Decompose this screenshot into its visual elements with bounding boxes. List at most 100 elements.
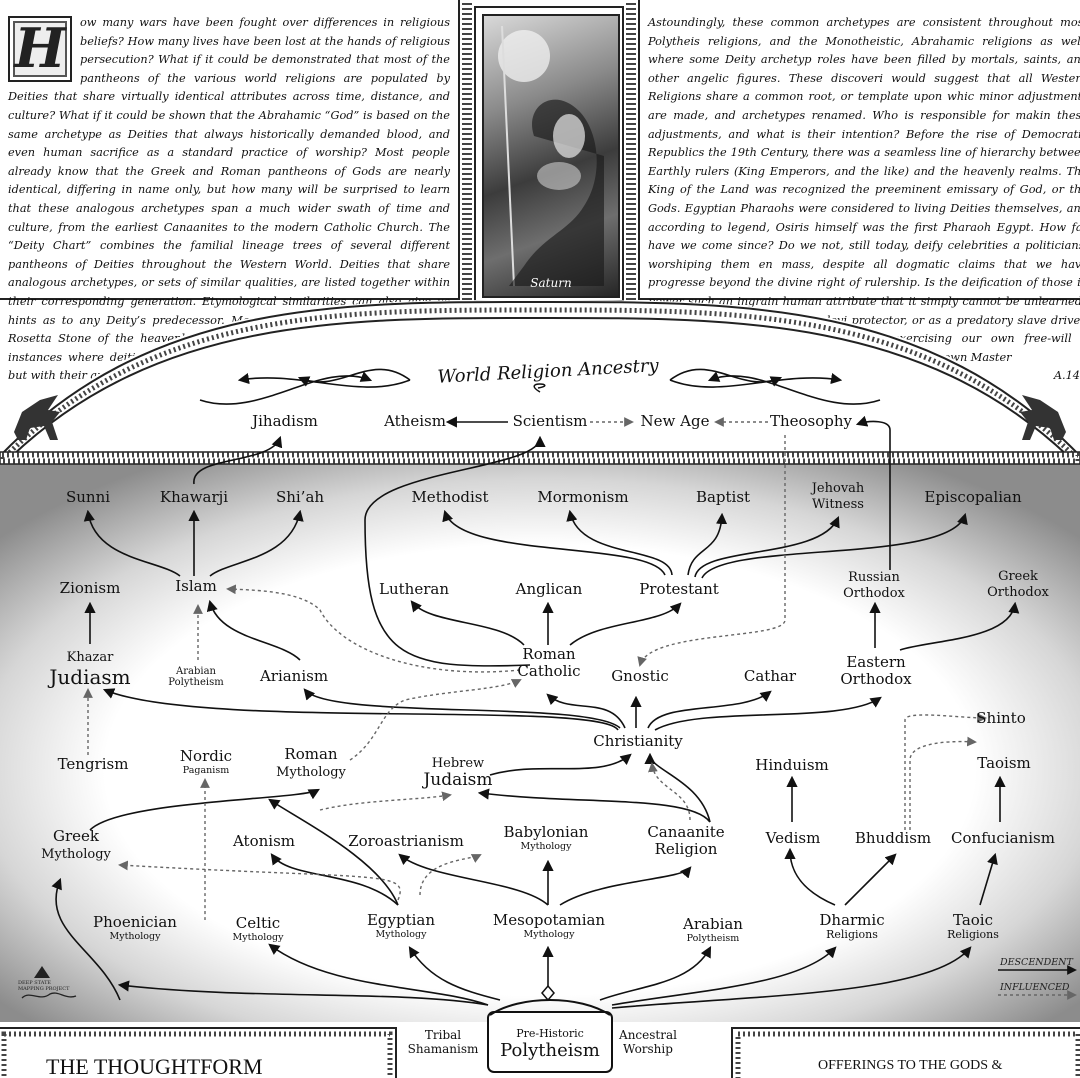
node-jihadism: Jihadism: [252, 412, 318, 430]
node-taoism: Taoism: [977, 754, 1031, 772]
node-mormonism: Mormonism: [537, 488, 629, 506]
mesopotamian-line2: Mythology: [523, 929, 575, 940]
winged-lion-icon-left: [14, 395, 60, 440]
node-khazar-judiasm: Khazar Judiasm: [49, 648, 130, 688]
greek-orth-line2: Orthodox: [987, 585, 1049, 600]
babylonian-line2: Mythology: [520, 841, 572, 852]
legend-descendent: DESCENDENT: [1000, 957, 1073, 968]
node-zionism: Zionism: [59, 579, 121, 597]
egyptian-line1: Egyptian: [366, 911, 436, 929]
arabian-line1: Arabian: [683, 915, 743, 933]
node-sunni: Sunni: [65, 488, 111, 506]
key-border-mid: [626, 0, 636, 300]
eastern-line2: Orthodox: [840, 670, 912, 688]
phoenician-line1: Phoenician: [93, 913, 177, 931]
intro-left-frame: [0, 0, 460, 300]
winged-lion-icon-right: [1020, 395, 1066, 440]
intro-right-frame: [638, 0, 1080, 300]
node-gnostic: Gnostic: [611, 667, 669, 685]
node-scientism: Scientism: [512, 412, 588, 430]
babylonian-line1: Babylonian: [503, 823, 589, 841]
legend-influenced: INFLUENCED: [1000, 982, 1070, 993]
node-shiah: Shi’ah: [275, 488, 325, 506]
arabian-poly-line1: Arabian: [176, 666, 216, 677]
node-greek-orthodox: Greek Orthodox: [987, 569, 1049, 601]
phoenician-line2: Mythology: [109, 931, 161, 942]
arabian-poly-line2: Polytheism: [168, 677, 224, 688]
node-egyptian-mythology: Egyptian Mythology: [366, 911, 436, 941]
node-methodist: Methodist: [411, 488, 489, 506]
node-shinto: Shinto: [976, 709, 1026, 727]
node-hebrew-judaism: Hebrew Judaism: [423, 754, 492, 789]
node-prehistoric-polytheism: Pre-Historic Polytheism: [500, 1024, 600, 1060]
key-border-left: [462, 0, 472, 300]
khazar-label: Khazar: [66, 650, 114, 665]
tribal-line1: Tribal: [424, 1028, 462, 1042]
nordic-line1: Nordic: [179, 747, 233, 765]
node-christianity: Christianity: [593, 732, 683, 750]
jehovah-line1: Jehovah: [811, 481, 865, 496]
hebrew-line1: Hebrew: [431, 756, 485, 771]
node-mesopotamian-mythology: Mesopotamian Mythology: [492, 911, 606, 941]
node-anglican: Anglican: [515, 580, 583, 598]
node-russian-orthodox: Russian Orthodox: [843, 570, 905, 602]
saturn-figure-icon: [498, 25, 604, 287]
saturn-caption: Saturn: [530, 276, 572, 290]
judiasm-label: Judiasm: [49, 665, 131, 689]
bottom-left-title: THE THOUGHTFORM: [46, 1054, 263, 1078]
node-atonism: Atonism: [232, 832, 296, 850]
node-tengrism: Tengrism: [57, 755, 129, 773]
intro-right-text: Astoundingly, these common archetypes ar…: [648, 14, 1080, 384]
mesopotamian-line1: Mesopotamian: [492, 911, 606, 929]
node-bhuddism: Bhuddism: [854, 829, 932, 847]
greek-myth-line2: Mythology: [41, 847, 111, 862]
publisher-mark: DEEP STATE MAPPING PROJECT: [18, 980, 70, 992]
node-arabian-polytheism: Arabian Polytheism: [683, 915, 743, 945]
node-greek-mythology: Greek Mythology: [41, 828, 111, 863]
greek-orth-line1: Greek: [998, 569, 1038, 584]
node-babylonian-mythology: Babylonian Mythology: [503, 823, 589, 853]
node-tribal-shamanism: Tribal Shamanism: [408, 1028, 479, 1056]
node-protestant: Protestant: [639, 580, 719, 598]
roman-myth-line2: Mythology: [276, 765, 346, 780]
canaanite-line2: Religion: [654, 840, 718, 858]
node-canaanite-religion: Canaanite Religion: [647, 824, 724, 858]
arabian-line2: Polytheism: [686, 933, 740, 944]
node-dharmic-religions: Dharmic Religions: [819, 912, 884, 941]
russian-line1: Russian: [848, 570, 900, 585]
prehistoric-line2: Polytheism: [500, 1040, 600, 1061]
node-ancestral-worship: Ancestral Worship: [619, 1028, 677, 1056]
node-islam: Islam: [175, 577, 217, 595]
node-lutheran: Lutheran: [379, 580, 449, 598]
jehovah-line2: Witness: [812, 497, 864, 512]
node-arabian-polytheism-minor: Arabian Polytheism: [168, 666, 223, 688]
node-vedism: Vedism: [765, 829, 821, 847]
dropcap-letter: H: [8, 16, 72, 82]
node-confucianism: Confucianism: [951, 829, 1055, 847]
node-roman-catholic: Roman Catholic: [517, 646, 580, 680]
dharmic-line2: Religions: [826, 928, 878, 941]
node-eastern-orthodox: Eastern Orthodox: [840, 654, 911, 688]
node-phoenician-mythology: Phoenician Mythology: [93, 913, 177, 943]
roman-myth-line1: Roman: [284, 745, 338, 763]
hebrew-line2: Judaism: [423, 770, 493, 790]
node-hinduism: Hinduism: [755, 756, 829, 774]
node-episcopalian: Episcopalian: [924, 488, 1022, 506]
node-arianism: Arianism: [259, 667, 329, 685]
node-khawarji: Khawarji: [159, 488, 229, 506]
roman-cath-line1: Roman: [522, 645, 576, 663]
greek-myth-line1: Greek: [52, 827, 99, 845]
node-taoic-religions: Taoic Religions: [947, 911, 999, 941]
canaanite-line1: Canaanite: [647, 823, 725, 841]
prehistoric-line1: Pre-Historic: [516, 1027, 584, 1040]
eastern-line1: Eastern: [846, 653, 906, 671]
intro-right-body: Astoundingly, these common archetypes ar…: [648, 16, 1080, 364]
taoic-line1: Taoic: [952, 911, 993, 929]
node-jehovah-witness: Jehovah Witness: [812, 481, 865, 513]
celtic-line2: Mythology: [232, 932, 284, 943]
russian-line2: Orthodox: [843, 586, 905, 601]
celtic-line1: Celtic: [235, 914, 281, 932]
taoic-line2: Religions: [947, 928, 999, 941]
